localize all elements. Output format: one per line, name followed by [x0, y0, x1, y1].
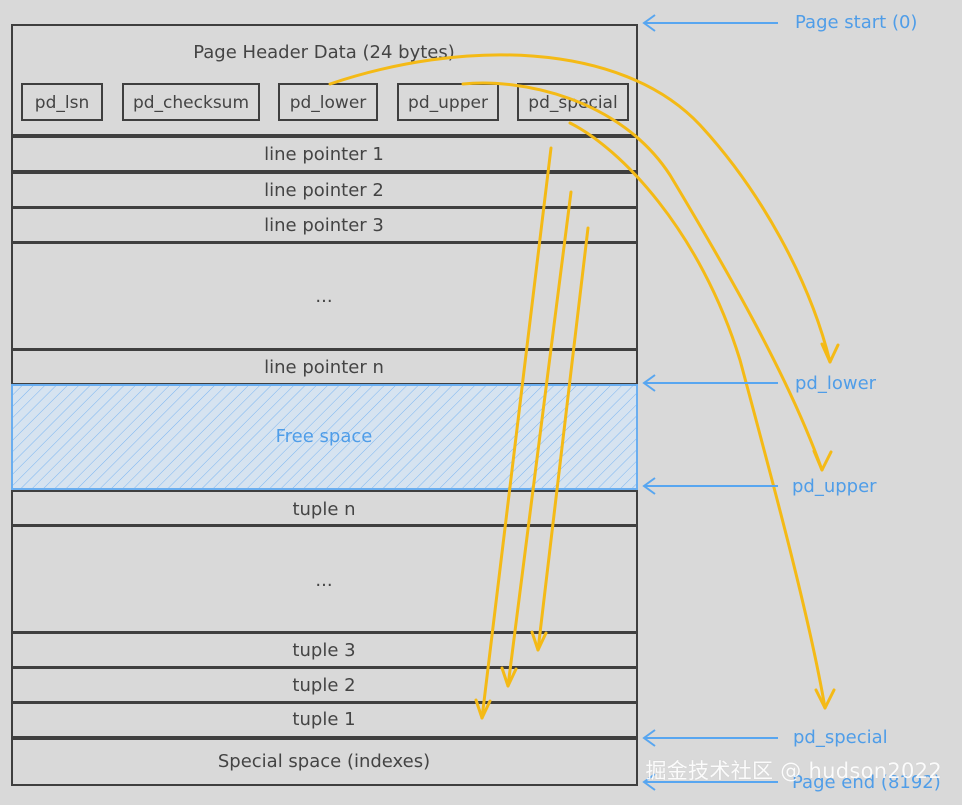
header-to-pd-lower-arrowhead	[820, 342, 840, 364]
tuple-3-label: tuple 3	[292, 640, 355, 661]
pd-lower-box	[278, 83, 378, 121]
blue-pointer-labels: Page start (0) pd_lower pd_upper pd_spec…	[642, 12, 941, 793]
pd-special-box	[517, 83, 629, 121]
pd-special-pointer-label: pd_special	[793, 727, 888, 748]
line-pointer-1-label: line pointer 1	[264, 144, 384, 165]
pd-lower-arrowhead	[642, 374, 656, 392]
pd-special-label: pd_special	[528, 93, 617, 113]
line-pointer-3-to-tuple-3-arrow	[536, 226, 590, 652]
pd-lower-label: pd_lower	[290, 93, 367, 113]
pd-checksum-box	[122, 83, 260, 121]
tuple-n-label: tuple n	[292, 499, 355, 520]
line-pointer-1-to-tuple-1-arrow	[480, 146, 553, 720]
pd-upper-box	[397, 83, 499, 121]
line-pointer-3-label: line pointer 3	[264, 215, 384, 236]
page-end-label: Page end (8192)	[792, 772, 941, 793]
page-end-arrowhead	[642, 773, 656, 791]
pd-special-arrowhead	[642, 729, 656, 747]
pd-lower-pointer-label: pd_lower	[795, 373, 877, 394]
line-pointer-1-to-tuple-1-arrowhead	[474, 698, 492, 720]
page-structure: Page Header Data (24 bytes) pd_lsn pd_ch…	[11, 24, 638, 786]
line-pointer-2-to-tuple-2-arrow	[506, 190, 573, 688]
line-pointer-3-to-tuple-3-arrowhead	[530, 630, 548, 652]
tuple-ellipsis: ...	[315, 570, 332, 591]
tuple-2-label: tuple 2	[292, 675, 355, 696]
watermark-text: 掘金技术社区 @ hudson2022	[645, 759, 942, 783]
page-start-arrowhead	[642, 14, 656, 32]
tuple-1-row	[11, 702, 638, 738]
header-to-pd-special-arrow	[568, 121, 827, 710]
header-to-pd-lower-arrow	[328, 53, 832, 364]
line-pointer-n-label: line pointer n	[264, 357, 384, 378]
pd-upper-arrowhead	[642, 477, 656, 495]
free-space-area	[11, 384, 638, 490]
line-pointer-1-row	[11, 136, 638, 172]
pd-lsn-label: pd_lsn	[35, 93, 89, 113]
header-to-pd-special-arrowhead	[814, 688, 836, 710]
page-start-label: Page start (0)	[795, 12, 917, 33]
yellow-pointer-arrows	[328, 53, 840, 720]
pd-upper-label: pd_upper	[408, 93, 488, 113]
pd-checksum-label: pd_checksum	[133, 93, 249, 113]
header-to-pd-upper-arrow	[461, 81, 824, 472]
special-space-row	[11, 738, 638, 786]
pd-lsn-box	[21, 83, 103, 121]
header-to-pd-upper-arrowhead	[812, 449, 833, 472]
tuple-1-label: tuple 1	[292, 709, 355, 730]
line-pointer-2-to-tuple-2-arrowhead	[500, 666, 518, 688]
line-pointer-2-label: line pointer 2	[264, 180, 384, 201]
line-pointer-ellipsis: ...	[315, 286, 332, 307]
special-space-label: Special space (indexes)	[218, 751, 430, 772]
header-title: Page Header Data (24 bytes)	[193, 42, 455, 63]
pd-upper-pointer-label: pd_upper	[792, 476, 877, 497]
free-space-label: Free space	[276, 426, 373, 447]
